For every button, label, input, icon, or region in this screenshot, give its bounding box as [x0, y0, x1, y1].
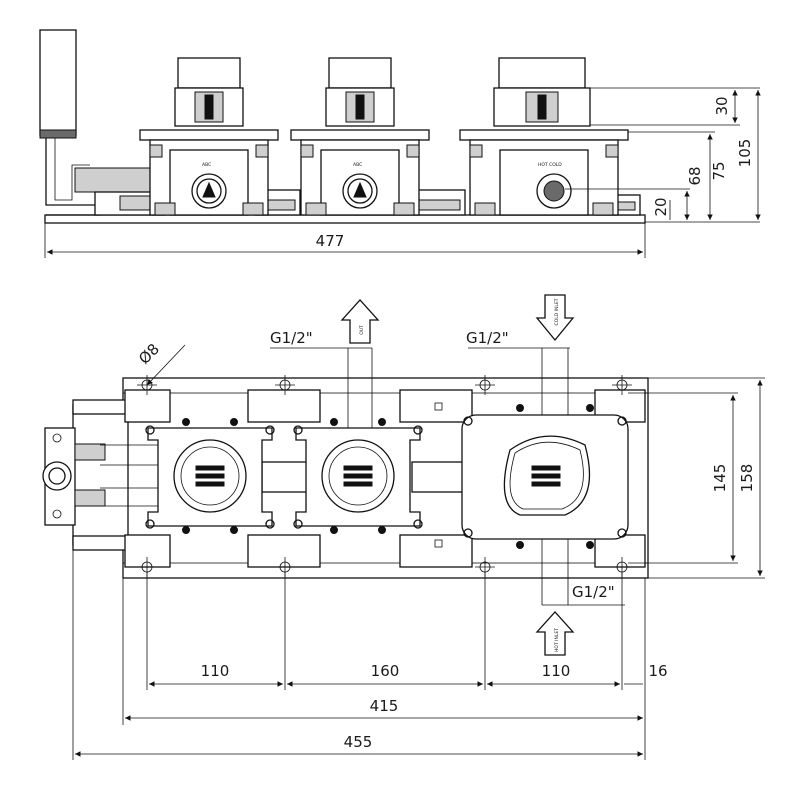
dim-105: 105: [736, 139, 754, 168]
side-valve-body-3: HOT COLD: [459, 57, 629, 216]
plan-view: OUT COLD INLET HOT INLET G1/2" G1/2" G1/…: [42, 294, 765, 760]
svg-text:ABC: ABC: [353, 162, 362, 168]
dim-158: 158: [738, 464, 756, 493]
svg-text:HOT COLD: HOT COLD: [538, 162, 562, 168]
arrow-cold-inlet-icon: COLD INLET: [535, 294, 575, 342]
dim-30: 30: [713, 96, 731, 115]
arrow-out-icon: OUT: [340, 299, 380, 344]
side-valve-body-1: ABC: [139, 57, 279, 216]
dim-110-left: 110: [201, 662, 230, 680]
side-view: ABC ABC: [39, 29, 761, 258]
side-base-plate: [44, 214, 646, 224]
dim-110-right: 110: [542, 662, 571, 680]
dim-20: 20: [652, 197, 670, 216]
plan-valve-plate-3: [461, 404, 629, 549]
thread-label-hot-inlet: G1/2": [572, 583, 615, 601]
plan-left-bracket: [72, 404, 129, 546]
dim-hole-diameter: Ø8: [135, 340, 163, 368]
svg-text:OUT: OUT: [359, 325, 365, 335]
dim-145: 145: [711, 464, 729, 493]
dim-16: 16: [648, 662, 667, 680]
svg-text:HOT INLET: HOT INLET: [554, 628, 560, 652]
side-left-post: [39, 29, 77, 136]
thread-label-cold-inlet: G1/2": [466, 329, 509, 347]
dim-68: 68: [686, 166, 704, 185]
thread-label-out: G1/2": [270, 329, 313, 347]
arrow-hot-inlet-icon: HOT INLET: [535, 611, 575, 656]
plan-valve-plate-2: [293, 418, 423, 534]
dim-415: 415: [370, 697, 399, 715]
svg-text:ABC: ABC: [202, 162, 211, 168]
dim-455: 455: [344, 733, 373, 751]
dim-160: 160: [371, 662, 400, 680]
svg-text:COLD INLET: COLD INLET: [554, 298, 560, 325]
plan-valve-plate-1: [145, 418, 275, 534]
side-valve-body-2: ABC: [290, 57, 430, 216]
dim-75: 75: [710, 161, 728, 180]
dim-477: 477: [316, 232, 345, 250]
